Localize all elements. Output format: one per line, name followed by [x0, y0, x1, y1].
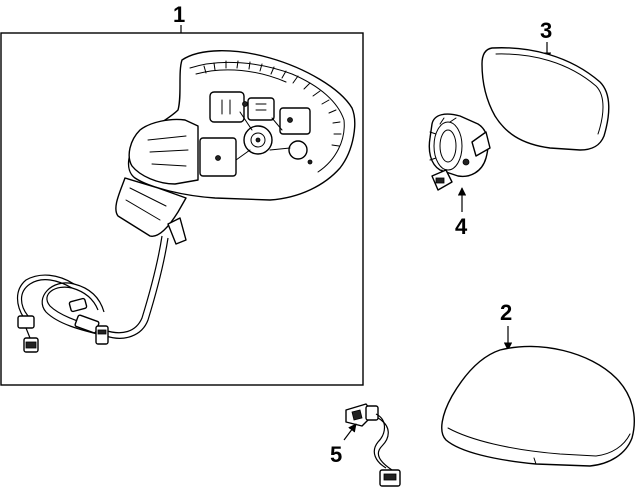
wire-harness-drawing: [345, 403, 401, 487]
callout-1-label: 1: [173, 2, 185, 27]
callout-5-leader: [343, 423, 357, 441]
assembly-frame: [0, 32, 364, 386]
mirror-assembly-group: 1: [0, 2, 364, 386]
mirror-glass-group: 3: [481, 18, 610, 151]
callout-5-label: 5: [330, 442, 342, 467]
mirror-glass-drawing: [481, 47, 610, 151]
mirror-cover-drawing: [441, 345, 635, 467]
wire-harness-group: 5: [330, 403, 401, 487]
mirror-assembly-drawing: [16, 50, 356, 353]
mirror-cover-group: 2: [441, 300, 635, 467]
callout-4-label: 4: [455, 214, 468, 239]
callout-3-label: 3: [540, 18, 552, 43]
turn-signal-drawing: [428, 113, 491, 191]
turn-signal-group: 4: [428, 113, 491, 239]
callout-2-label: 2: [500, 300, 512, 325]
